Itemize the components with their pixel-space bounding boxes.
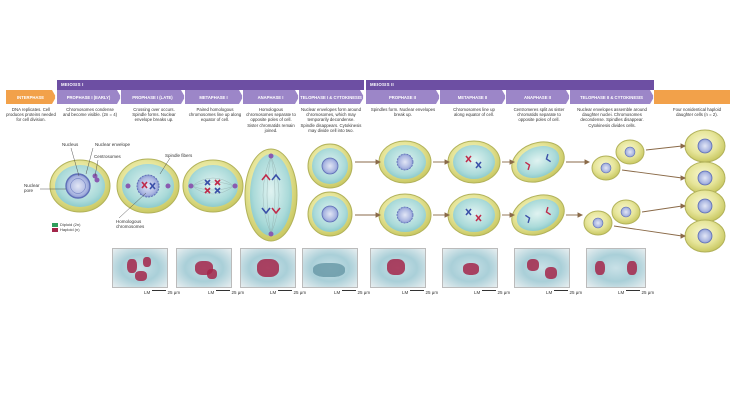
stage-anaphase-2: ANAPHASE II	[506, 90, 570, 104]
desc-metaphase-2: Chromosomes line up along equator of cel…	[453, 107, 495, 118]
label-leaders	[40, 147, 171, 219]
cell-interphase	[49, 159, 111, 213]
scale-bar-3: LM 25 μm	[270, 290, 307, 295]
label-nucleus: Nucleus	[62, 142, 79, 147]
cell-anaphase-2-bottom	[511, 194, 565, 236]
cell-prophase-2-top	[378, 140, 432, 184]
micrograph-5	[370, 248, 426, 288]
micrograph-1	[112, 248, 168, 288]
legend-haploid-swatch	[52, 227, 58, 232]
desc-interphase: DNA replicates. Cell produces proteins n…	[6, 107, 56, 123]
cell-prophase-2-bottom	[378, 193, 432, 237]
micrograph-4	[302, 248, 358, 288]
desc-prophase-1-early: Chromosomes condense and become visible.…	[62, 107, 118, 118]
stage-prophase-1-early: PROPHASE I (EARLY)	[57, 90, 121, 104]
cell-telophase-2	[583, 139, 645, 236]
desc-anaphase-1: Homologous chromosomes separate to oppos…	[246, 107, 296, 133]
micrograph-3	[240, 248, 296, 288]
scale-bar-7: LM 25 μm	[546, 290, 583, 295]
scale-bar-2: LM 25 μm	[208, 290, 245, 295]
scale-bar-8: LM 25 μm	[618, 290, 655, 295]
cell-metaphase-2-top	[447, 140, 501, 184]
ploidy-legend: Diploid (2n) Haploid (n)	[52, 222, 80, 232]
group-meiosis-2: MEIOSIS II	[366, 80, 654, 90]
desc-prophase-2: Spindles form. Nuclear envelopes break u…	[370, 107, 436, 118]
group-meiosis-1: MEIOSIS I	[57, 80, 364, 90]
cell-metaphase-2-bottom	[447, 193, 501, 237]
scale-bar-1: LM 25 μm	[144, 290, 181, 295]
desc-metaphase-1: Paired homologous chromosomes line up al…	[188, 107, 242, 123]
label-nuclear-envelope: Nuclear envelope	[95, 142, 131, 147]
progression-arrows	[355, 143, 687, 239]
cell-telophase-1	[307, 143, 353, 237]
daughter-cells	[684, 129, 726, 253]
scale-bar-4: LM 25 μm	[334, 290, 371, 295]
micrograph-8	[586, 248, 646, 288]
scale-bar-5: LM 25 μm	[402, 290, 439, 295]
legend-diploid: Diploid (2n)	[52, 222, 80, 227]
stage-prophase-2: PROPHASE II	[366, 90, 440, 104]
legend-diploid-swatch	[52, 222, 58, 227]
scale-bar-6: LM 25 μm	[474, 290, 511, 295]
stage-metaphase-2: METAPHASE II	[440, 90, 506, 104]
cell-prophase-1-late	[116, 158, 180, 214]
stage-interphase: INTERPHASE	[6, 90, 56, 104]
label-centrosomes: Centrosomes	[94, 154, 121, 159]
desc-anaphase-2: Centromeres split as sister chromatids s…	[513, 107, 565, 123]
desc-prophase-1-late: Crossing over occurs. Spindle forms. Nuc…	[132, 107, 176, 123]
stage-telophase-1: TELOPHASE I & CYTOKINESIS	[299, 90, 364, 104]
stage-prophase-1-late: PROPHASE I (LATE)	[121, 90, 185, 104]
stage-metaphase-1: METAPHASE I	[185, 90, 243, 104]
cell-metaphase-1	[182, 159, 244, 213]
cell-anaphase-1	[244, 148, 298, 242]
label-spindle-fibers: Spindle fibers	[165, 153, 193, 158]
micrograph-7	[514, 248, 570, 288]
desc-telophase-1: Nuclear envelopes form around chromosome…	[300, 107, 362, 133]
result-header-bar	[654, 90, 730, 104]
desc-telophase-2: Nuclear envelopes assemble around daught…	[577, 107, 647, 128]
label-homologous-chromosomes: Homologous chromosomes	[116, 219, 145, 230]
label-nuclear-pore: Nuclear pore	[24, 183, 40, 194]
cell-anaphase-2-top	[511, 141, 565, 183]
legend-haploid: Haploid (n)	[52, 227, 80, 232]
stage-telophase-2: TELOPHASE II & CYTOKINESIS	[570, 90, 654, 104]
micrograph-2	[176, 248, 232, 288]
micrograph-6	[442, 248, 498, 288]
desc-result: Four nonidentical haploid daughter cells…	[672, 107, 721, 118]
stage-anaphase-1: ANAPHASE I	[243, 90, 299, 104]
